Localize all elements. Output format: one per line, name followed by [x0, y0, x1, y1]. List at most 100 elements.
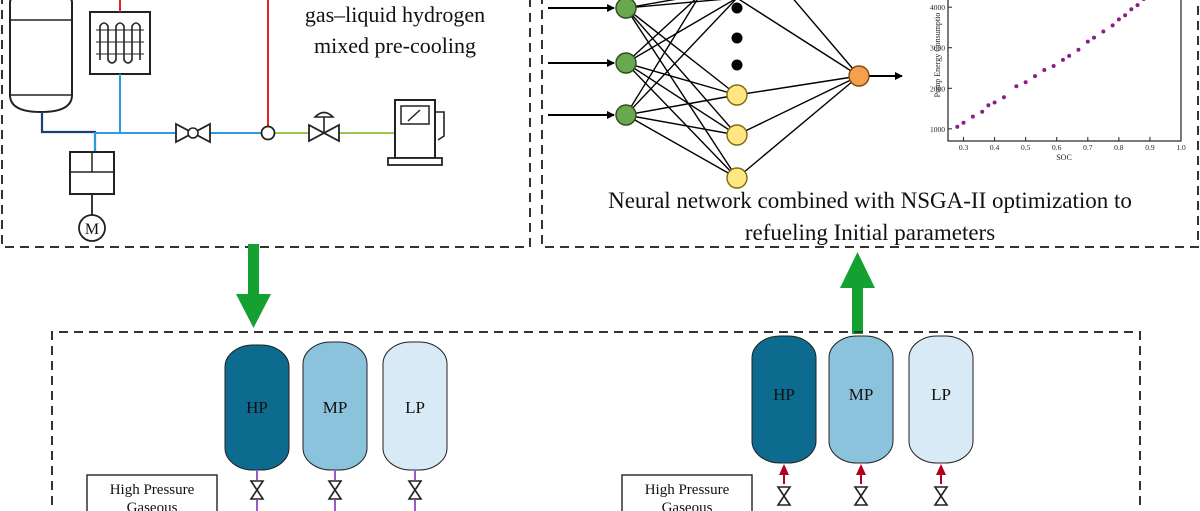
check-valve-icon: [933, 486, 949, 506]
scatter-point: [1116, 17, 1121, 22]
scatter-xlabel: SOC: [1056, 153, 1072, 162]
scatter-point: [1076, 47, 1081, 52]
scatter-point: [1123, 13, 1128, 18]
nn-caption-line1: Neural network combined with NSGA-II opt…: [608, 188, 1132, 213]
nn-edge: [736, 75, 860, 96]
scatter-point: [1060, 57, 1065, 62]
top-left-panel-border: [1, 0, 531, 248]
scatter-point: [1032, 74, 1037, 79]
nn-hidden-node: [726, 167, 748, 189]
scatter-point: [1042, 68, 1047, 73]
scatter-x-tick-label: 0.4: [990, 143, 1000, 152]
bottom-panel-border: [51, 331, 1141, 511]
left-hp-label: HP: [246, 398, 268, 417]
nn-hidden-node: [726, 124, 748, 146]
scatter-x-tick-label: 0.9: [1145, 143, 1155, 152]
nn-edge: [736, 75, 860, 179]
heat-exchanger-icon: [89, 11, 151, 75]
scatter-plot-frame: [947, 0, 1182, 142]
nn-edge: [625, 0, 735, 64]
scatter-point: [955, 124, 960, 129]
right-hp-tank: [751, 335, 817, 464]
scatter-point: [980, 109, 985, 114]
nn-edge: [625, 114, 738, 179]
tank-to-pump-pipe: [40, 112, 97, 152]
right-mp-label: MP: [849, 385, 874, 404]
scatter-point: [1141, 0, 1146, 2]
scatter-points: [955, 0, 1146, 129]
scatter-y-tick-label: 3000: [930, 44, 945, 53]
dispenser-icon: [387, 99, 445, 166]
nn-edge: [736, 75, 860, 136]
nn-ellipsis-dot: [731, 59, 743, 71]
scatter-point: [1092, 35, 1097, 40]
nn-edge: [625, 62, 738, 179]
control-valve-icon: [308, 111, 340, 143]
scatter-x-tick-label: 0.6: [1052, 143, 1062, 152]
scatter-point: [1110, 23, 1115, 28]
right-hp-label: HP: [773, 385, 795, 404]
scatter-point: [970, 114, 975, 119]
scatter-x-tick-label: 0.7: [1083, 143, 1093, 152]
nn-output-node: [848, 65, 870, 87]
nn-edge: [625, 7, 738, 96]
nn-input-node: [615, 0, 637, 19]
scatter-point: [1129, 7, 1134, 12]
right-mp-tank: [828, 335, 894, 464]
nn-edge: [625, 0, 737, 116]
nn-ellipsis-dot: [731, 2, 743, 14]
pump-icon: [69, 151, 115, 215]
motor-icon: M: [78, 214, 106, 242]
nn-ellipsis-dot: [731, 32, 743, 44]
left-source-label-line2: Gaseous: [127, 500, 178, 511]
right-tank-group: HP MP LP: [751, 335, 974, 464]
left-mp-label: MP: [323, 398, 348, 417]
top-right-panel-border: [541, 0, 1199, 248]
nn-caption-line2: refueling Initial parameters: [745, 220, 995, 245]
nn-edge: [625, 0, 698, 116]
scatter-point: [1067, 53, 1072, 58]
scatter-x-tick-label: 0.8: [1114, 143, 1124, 152]
right-lp-label: LP: [931, 385, 951, 404]
scatter-point: [1101, 29, 1106, 34]
nn-input-node: [615, 52, 637, 74]
inlet-arrow-icon: [779, 464, 789, 475]
inlet-arrow-icon: [936, 464, 946, 475]
nn-input-node: [615, 104, 637, 126]
scatter-point: [992, 100, 997, 105]
nn-edge: [625, 7, 738, 179]
nn-edge: [625, 0, 723, 9]
nn-edge: [793, 0, 860, 77]
left-source-box: High Pressure Gaseous: [86, 474, 218, 511]
scatter-x-tick-label: 1.0: [1176, 143, 1186, 152]
nn-edge: [625, 62, 738, 96]
inlet-arrow-icon: [856, 464, 866, 475]
check-valve-icon: [407, 480, 423, 500]
check-valve-icon: [776, 486, 792, 506]
scatter-point: [1135, 3, 1140, 8]
nn-hidden-node: [726, 84, 748, 106]
scatter-point: [961, 120, 966, 125]
precooling-caption-line1: gas–liquid hydrogen: [305, 2, 485, 27]
green-arrow-up: [840, 252, 875, 334]
scatter-x-tick-label: 0.5: [1021, 143, 1031, 152]
storage-tank-icon: [9, 0, 73, 114]
scatter-point: [1085, 39, 1090, 44]
neural-network: [548, 0, 903, 189]
nn-edge: [625, 94, 738, 116]
left-tank-group: HP MP LP: [224, 341, 448, 471]
scatter-point: [1001, 95, 1006, 100]
scatter-point: [986, 103, 991, 108]
nn-edge: [625, 7, 738, 136]
check-valve-icon: [249, 480, 265, 500]
right-source-box: High Pressure Gaseous: [621, 474, 753, 511]
precooling-caption-line2: mixed pre-cooling: [314, 33, 476, 58]
nn-edge: [625, 0, 696, 64]
right-lp-tank: [908, 335, 974, 464]
ball-valve-icon: [175, 122, 211, 144]
